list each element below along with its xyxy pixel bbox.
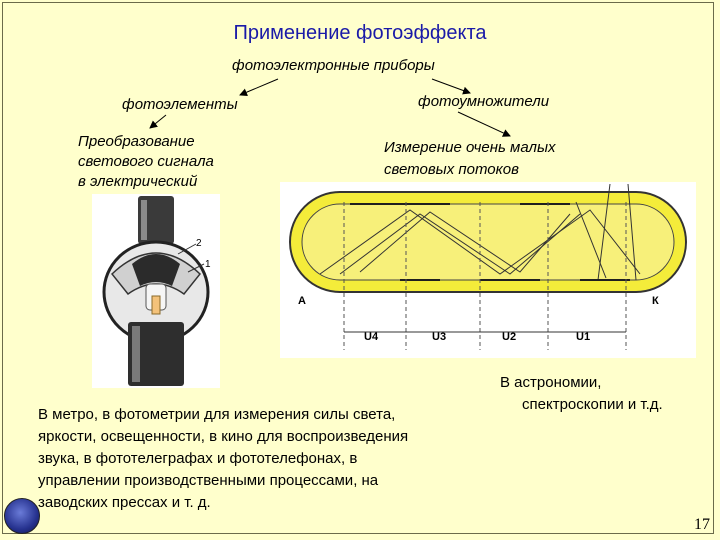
astronomy-text: В астрономии, спектроскопии и т.д. (500, 372, 663, 416)
photomultiplier-figure: А К U4 U3 U2 U1 (280, 182, 696, 358)
uses-line: заводских прессах и т. д. (38, 494, 211, 511)
astronomy-line: В астрономии, (500, 374, 602, 391)
arrow-to-left-description (149, 114, 167, 129)
page-number: 17 (694, 516, 710, 533)
arrow-to-right-description (457, 111, 511, 137)
voltage-label-u3: U3 (432, 331, 446, 343)
uses-line: управлении производственными процессами,… (38, 472, 379, 489)
right-branch-label: фотоумножители (418, 93, 550, 110)
root-label: фотоэлектронные приборы (232, 57, 435, 74)
uses-line: звука, в фототелеграфах и фототелефонах,… (38, 450, 358, 467)
description-line: в электрический (78, 173, 198, 190)
photocell-label-2: 2 (196, 238, 202, 249)
anode-label: А (298, 295, 306, 307)
uses-line: яркости, освещенности, в кино для воспро… (38, 428, 409, 445)
slide-frame (2, 2, 714, 534)
voltage-label-u2: U2 (502, 331, 516, 343)
slide-title: Применение фотоэффекта (233, 22, 487, 44)
astronomy-line: спектроскопии и т.д. (522, 396, 663, 413)
description-line: Преобразование (78, 133, 195, 150)
left-branch-description: Преобразование светового сигнала в элект… (78, 132, 214, 192)
cathode-label: К (652, 295, 659, 307)
left-branch-label: фотоэлементы (122, 96, 238, 113)
description-line: Измерение очень малых (384, 139, 556, 156)
uses-text: В метро, в фотометрии для измерения силы… (38, 404, 508, 514)
right-branch-description: Измерение очень малых световых потоков (384, 137, 556, 181)
arrow-to-multipliers (431, 78, 471, 95)
voltage-label-u1: U1 (576, 331, 590, 343)
arrow-to-photocells (239, 78, 279, 96)
description-line: световых потоков (384, 161, 519, 178)
photocell-label-1: 1 (205, 259, 211, 270)
voltage-label-u4: U4 (364, 331, 379, 343)
uses-line: В метро, в фотометрии для измерения силы… (38, 406, 396, 423)
university-logo-icon (4, 498, 40, 534)
photocell-figure: 2 1 (92, 194, 220, 388)
description-line: светового сигнала (78, 153, 214, 170)
